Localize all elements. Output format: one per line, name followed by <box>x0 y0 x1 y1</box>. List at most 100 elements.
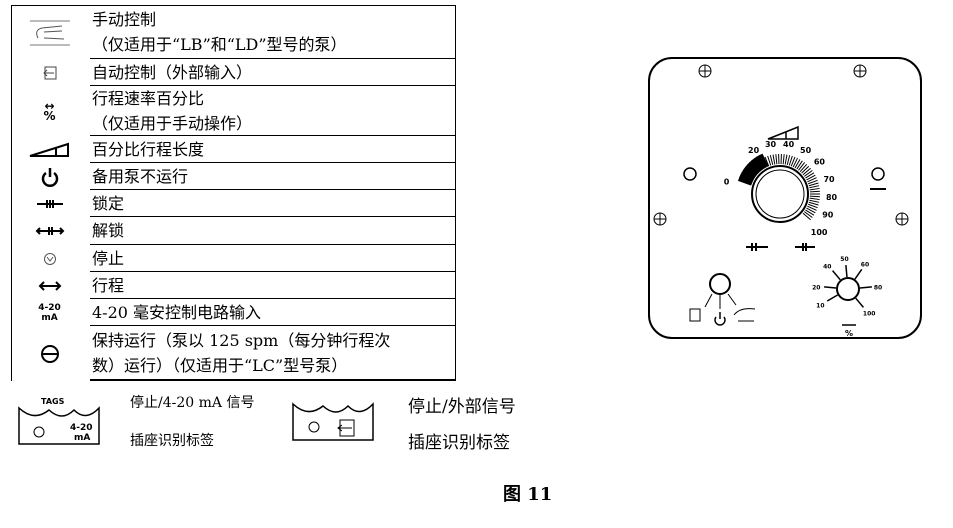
dial-tick <box>764 156 770 167</box>
manual-hand-icon <box>733 308 756 322</box>
description-line: （仅适用于“LB”和“LD”型号的泵） <box>92 35 347 54</box>
dial-tick <box>786 155 791 166</box>
table-row: 备用泵不运行 <box>12 163 455 190</box>
dial-tick <box>743 166 757 178</box>
mode-selector-knob <box>709 273 731 295</box>
dial-tick <box>753 156 765 171</box>
unlock-icon <box>12 217 87 245</box>
row-description: 停止 <box>90 245 455 272</box>
row-description: 锁定 <box>90 190 455 217</box>
dial-tick <box>805 172 815 179</box>
screw-cross <box>896 213 908 225</box>
dial-tick <box>794 159 801 169</box>
dial-tick <box>802 212 811 221</box>
dial-tick <box>809 190 820 193</box>
rate-dial-tick <box>845 265 848 278</box>
dial-tick <box>802 167 811 176</box>
row-description: 备用泵不运行 <box>90 163 455 190</box>
dial-tick <box>782 154 785 165</box>
stroke-led <box>871 167 885 181</box>
table-row: 自动控制（外部输入） <box>12 59 455 86</box>
dial-tick <box>749 159 762 174</box>
dial-tick <box>806 207 816 214</box>
row-description: 手动控制 （仅适用于“LB”和“LD”型号的泵） <box>90 6 455 59</box>
description-line: 行程 <box>92 275 125 295</box>
screw-cross <box>654 213 666 225</box>
row-description: 百分比行程长度 <box>90 136 455 163</box>
dial-tick <box>745 164 759 177</box>
dial-tick <box>809 195 820 198</box>
dial-tick <box>798 162 806 171</box>
dial-tick <box>809 199 820 203</box>
description-line: 解锁 <box>92 221 125 240</box>
lock-icon <box>795 243 815 251</box>
row-description: 行程速率百分比 （仅适用于手动操作） <box>90 86 455 136</box>
dial-tick <box>784 154 788 165</box>
stroke-length-icon <box>767 125 799 140</box>
rate-dial-tick <box>826 294 838 302</box>
dial-tick <box>803 170 813 177</box>
description-line: 手动控制 <box>92 10 157 29</box>
description-line: 备用泵不运行 <box>92 166 189 186</box>
dial-tick <box>740 171 755 182</box>
rate-dial-label: 60 <box>861 262 869 269</box>
stop-led <box>683 167 697 181</box>
length-dial-label: 100 <box>811 228 828 237</box>
dial-tick <box>809 185 820 189</box>
stroke-rate-knob <box>836 277 860 301</box>
table-row: 保持运行（泵以 125 spm（每分钟行程次数）运行）（仅适用于“LC”型号泵） <box>12 326 455 381</box>
dial-tick <box>746 161 760 175</box>
dial-tick <box>790 156 796 167</box>
stroke-length-knob <box>751 165 809 223</box>
stop-icon <box>12 245 87 272</box>
dial-tick <box>807 205 817 211</box>
dial-tick <box>775 154 778 165</box>
rate-dial-tick <box>824 286 837 289</box>
description-line: 百分比行程长度 <box>92 139 205 159</box>
length-dial-label: 90 <box>822 210 834 219</box>
tag-2-line2: 插座识别标签 <box>408 433 510 453</box>
dial-tick <box>737 177 753 186</box>
row-description: 解锁 <box>90 217 455 245</box>
length-dial-label: 40 <box>783 140 795 149</box>
tag-external-icon <box>292 402 374 441</box>
screw-cross <box>854 65 866 77</box>
dial-tick <box>801 165 810 174</box>
description-line: （仅适用于手动操作） <box>92 113 253 133</box>
description-line: 数）运行）（仅适用于“LC”型号泵） <box>92 355 348 375</box>
rate-dial-label: 10 <box>816 303 824 310</box>
length-dial-label: 30 <box>765 140 777 149</box>
tag-1-line2: 插座识别标签 <box>130 433 214 449</box>
description-line: 行程速率百分比 <box>92 88 205 108</box>
dial-tick <box>809 197 820 201</box>
row-description: 保持运行（泵以 125 spm（每分钟行程次数）运行）（仅适用于“LC”型号泵） <box>90 326 455 381</box>
dial-tick <box>741 168 756 180</box>
description-line: 停止 <box>92 248 125 268</box>
lock-icon <box>12 190 87 217</box>
dial-tick <box>808 179 818 185</box>
stroke-icon <box>12 272 87 299</box>
dial-tick <box>807 177 817 183</box>
svg-text:4-20: 4-20 <box>70 423 93 433</box>
table-row: 行程 <box>12 272 455 299</box>
knob-inner <box>755 169 805 219</box>
tag-2-line1: 停止/外部信号 <box>408 397 516 417</box>
dial-tick <box>808 182 819 187</box>
dial-tick <box>808 201 819 206</box>
table-row: 停止 <box>12 245 455 272</box>
rate-dial-label: 80 <box>874 284 882 291</box>
svg-text:mA: mA <box>74 433 90 443</box>
rate-dial-label: 100 <box>863 311 876 318</box>
tag-1-line1: 停止/4-20 mA 信号 <box>130 395 255 411</box>
rate-dial-tick <box>831 270 841 281</box>
table-row: 手动控制 （仅适用于“LB”和“LD”型号的泵） <box>12 6 455 59</box>
length-dial-label: 50 <box>800 146 812 155</box>
dial-tick <box>788 155 793 166</box>
external-input-icon <box>12 59 87 86</box>
description-line: 保持运行（泵以 125 spm（每分钟行程次 <box>92 330 391 350</box>
external-input-icon <box>689 308 701 322</box>
rate-dial-tick <box>859 286 872 289</box>
